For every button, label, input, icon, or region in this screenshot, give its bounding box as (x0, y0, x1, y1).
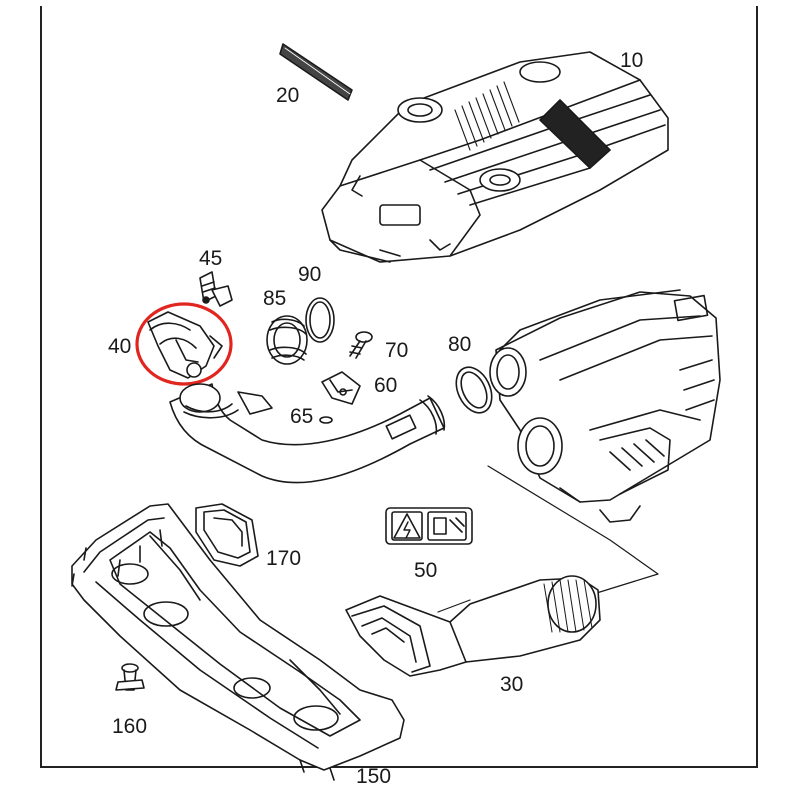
part-30-intake-duct (345, 575, 601, 677)
leader-lines (437, 465, 659, 613)
callout-85: 85 (263, 287, 287, 310)
part-40-elbow-connector (147, 311, 223, 379)
part-20-seal-strip (279, 43, 353, 101)
part-65-washer (319, 416, 333, 424)
callout-160: 160 (112, 715, 148, 738)
callout-20: 20 (276, 84, 300, 107)
air-filter-housing (489, 289, 721, 523)
part-45-sensor (199, 271, 233, 307)
callout-45: 45 (199, 247, 223, 270)
intake-hose (169, 383, 446, 484)
part-160-clip (115, 663, 145, 691)
callout-10: 10 (620, 49, 644, 72)
part-60-bracket (321, 371, 361, 405)
callout-80: 80 (448, 333, 472, 356)
part-90-clamp (305, 297, 335, 343)
part-70-screw (349, 331, 373, 359)
part-170-gasket (195, 503, 259, 567)
callout-90: 90 (298, 263, 322, 286)
part-10-engine-cover (321, 51, 669, 263)
part-150-underbody-panel (71, 503, 405, 781)
part-80-clamp (455, 366, 493, 414)
part-85-coupling (266, 315, 308, 365)
callout-40: 40 (108, 335, 132, 358)
callout-30: 30 (500, 673, 524, 696)
callout-170: 170 (266, 547, 302, 570)
part-50-label (385, 507, 473, 545)
highlight-circle (135, 302, 233, 386)
diagram-frame (40, 6, 758, 768)
callout-150: 150 (356, 765, 392, 788)
callout-60: 60 (374, 374, 398, 397)
callout-50: 50 (414, 559, 438, 582)
callout-65: 65 (290, 405, 314, 428)
callout-70: 70 (385, 339, 409, 362)
